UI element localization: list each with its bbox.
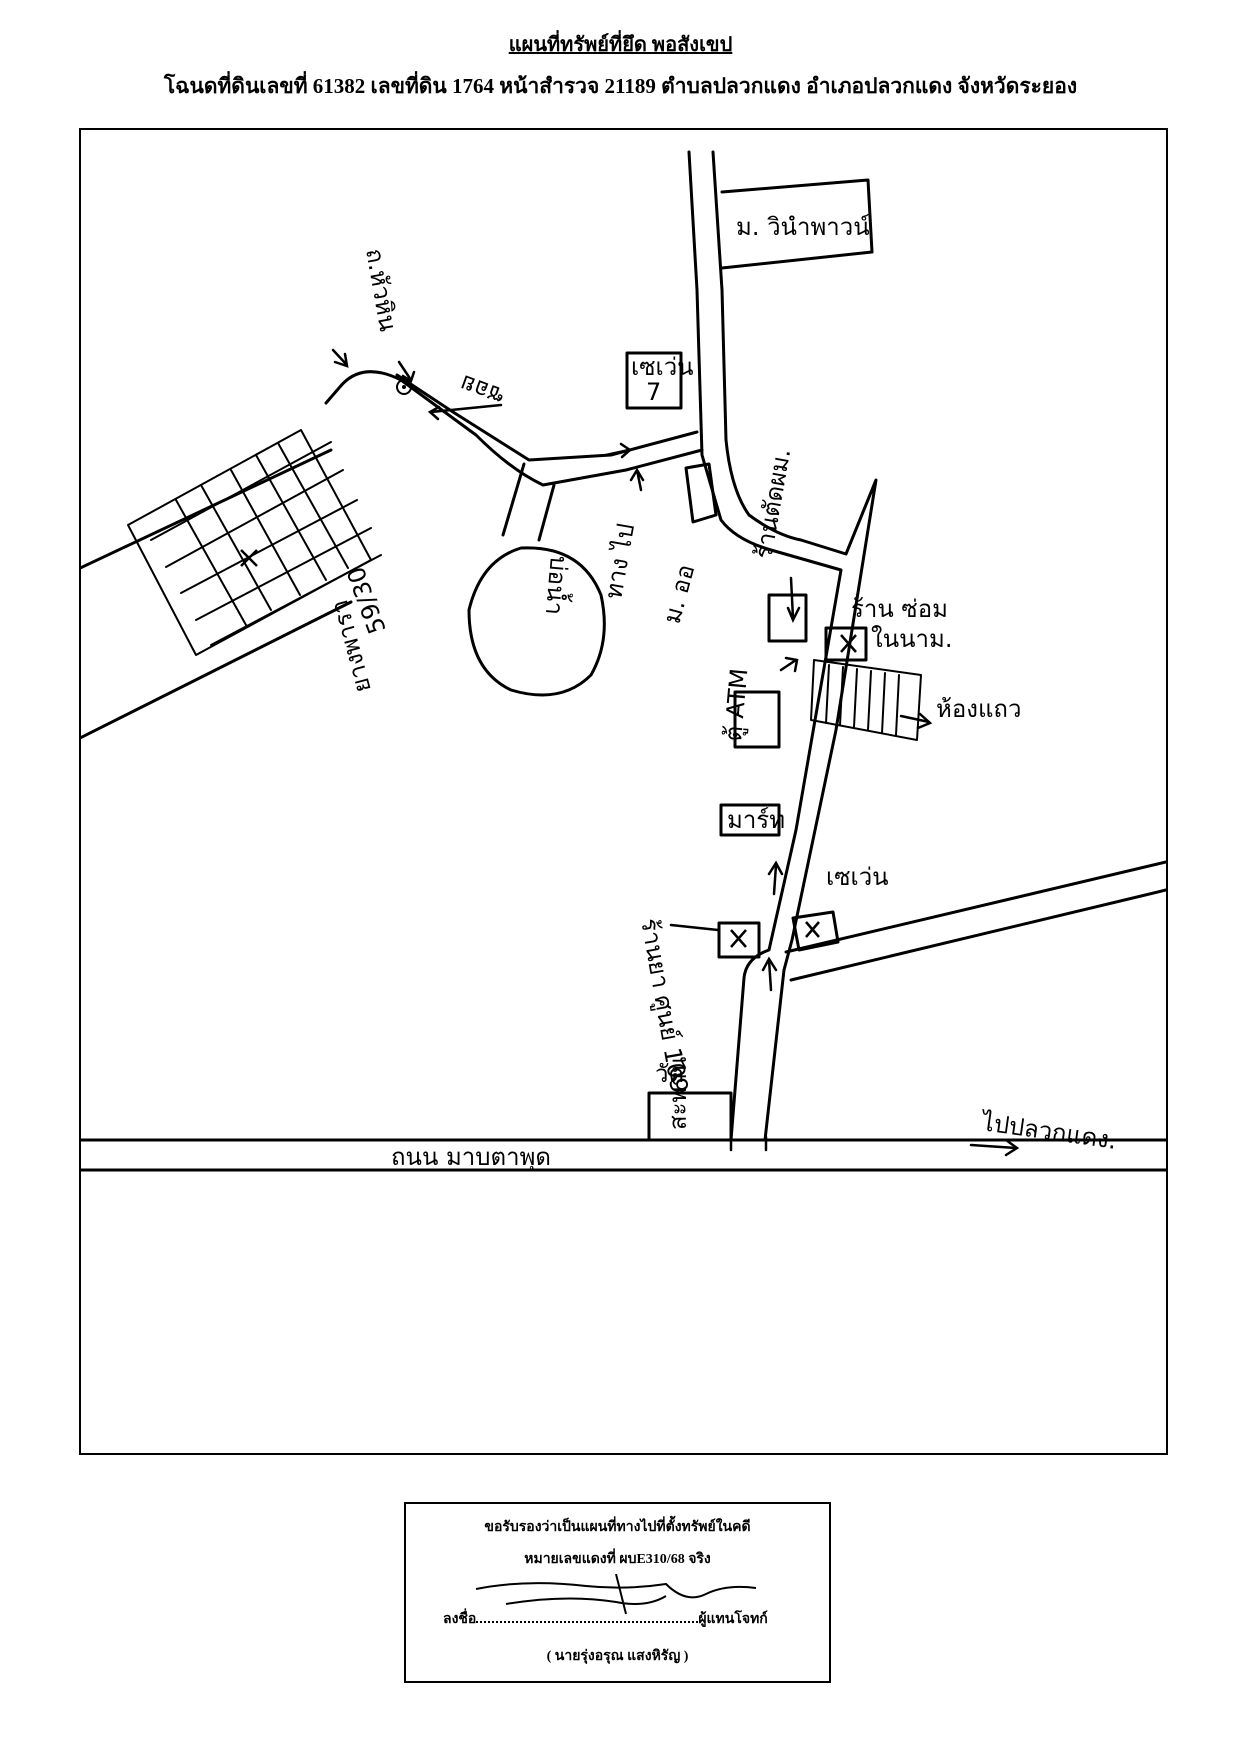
marker-circle bbox=[396, 379, 412, 395]
label-repair-1: ร้าน ซ่อม bbox=[851, 595, 948, 623]
label-shophouse: ห้องแถว bbox=[936, 695, 1021, 723]
label-repair-2: ในนาม. bbox=[871, 625, 952, 653]
label-moo: ม. ออ bbox=[658, 561, 701, 626]
map-title: แผนที่ทรัพย์ที่ยึด พอสังเขป bbox=[508, 34, 733, 56]
label-road-name: ถ.หัวหิน bbox=[360, 246, 402, 333]
signature-row: ลงชื่อ ผู้แทนโจทก์ bbox=[443, 1608, 803, 1630]
sign-label: ลงชื่อ bbox=[443, 1612, 477, 1627]
pond bbox=[467, 546, 606, 697]
clinic-box bbox=[717, 921, 761, 959]
label-seven-eleven-top: เซเว่น bbox=[631, 353, 694, 381]
soi-main-left bbox=[687, 150, 843, 1142]
label-side-road: ทาง ไป bbox=[599, 521, 640, 601]
seven-eleven-box-mid bbox=[791, 910, 840, 952]
label-temple: วัด bbox=[655, 1060, 684, 1088]
signer-name: ( นายรุ่งอรุณ แสงหิรัญ ) bbox=[546, 1649, 689, 1664]
cert-line-1: ขอรับรองว่าเป็นแผนที่ทางไปที่ตั้งทรัพย์ใ… bbox=[484, 1520, 751, 1535]
soi-main-right bbox=[711, 150, 878, 1142]
barber-box bbox=[767, 593, 808, 643]
small-box bbox=[684, 462, 718, 524]
main-road bbox=[79, 1138, 1168, 1172]
sign-role: ผู้แทนโจทก์ bbox=[698, 1612, 768, 1627]
branch-road-left-2 bbox=[395, 373, 699, 462]
label-seven-eleven-num: 7 bbox=[646, 378, 661, 406]
label-temple-box: สะพาน bbox=[664, 1057, 692, 1130]
diagonal-road bbox=[74, 448, 353, 742]
pond-road bbox=[501, 462, 556, 542]
label-soi-left: ซอย bbox=[456, 369, 508, 411]
label-seven-eleven-mid: เซเว่น bbox=[826, 863, 889, 891]
shophouse-block bbox=[810, 659, 922, 741]
label-atm: ตู้ ATM bbox=[719, 667, 754, 742]
cert-line-2: หมายเลขแดงที่ ผบE310/68 จริง bbox=[524, 1552, 711, 1567]
mart-box bbox=[719, 803, 781, 837]
branch-road-right bbox=[784, 860, 1168, 982]
seven-eleven-box-top bbox=[625, 351, 683, 410]
label-main-road: ถนน มาบตาพุด bbox=[391, 1143, 551, 1172]
housing-grid bbox=[127, 429, 382, 656]
certification-box: ขอรับรองว่าเป็นแผนที่ทางไปที่ตั้งทรัพย์ใ… bbox=[404, 1502, 831, 1683]
label-mart: มาร์ท bbox=[727, 806, 785, 834]
label-pond: บ่อน้ำ bbox=[540, 554, 577, 616]
map-frame: ม. วินำพาวน์ เซเว่น 7 ร้านตัดผม. ร้าน ซ่… bbox=[74, 128, 1168, 1455]
sketch-map: ม. วินำพาวน์ เซเว่น 7 ร้านตัดผม. ร้าน ซ่… bbox=[74, 150, 1168, 1172]
repair-box bbox=[824, 626, 868, 662]
atm-box bbox=[733, 690, 781, 749]
village-box bbox=[720, 178, 874, 270]
branch-road-left bbox=[324, 370, 704, 487]
deed-info: โฉนดที่ดินเลขที่ 61382 เลขที่ดิน 1764 หน… bbox=[163, 74, 1078, 98]
label-barber: ร้านตัดผม. bbox=[749, 446, 796, 561]
signature bbox=[475, 1574, 757, 1615]
label-village-top: ม. วินำพาวน์ bbox=[736, 213, 870, 241]
